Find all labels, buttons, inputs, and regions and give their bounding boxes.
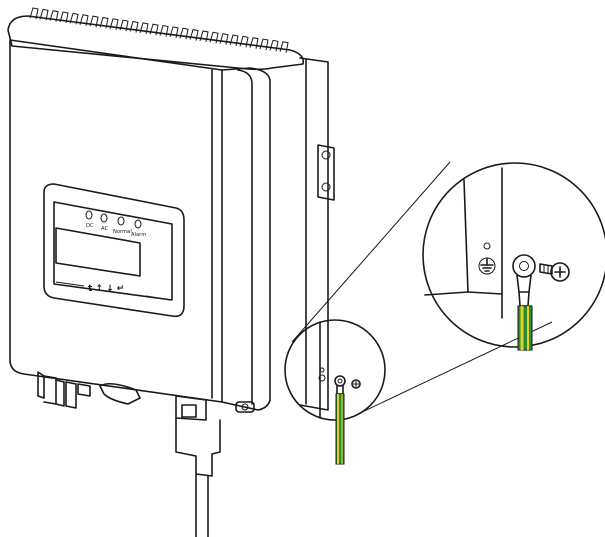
heat-sink-fin xyxy=(279,41,289,53)
heat-sink-fin xyxy=(169,26,179,38)
heat-sink-fin xyxy=(99,16,109,29)
ring-terminal-icon xyxy=(512,254,536,307)
led-label-dc: DC xyxy=(86,223,94,229)
heat-sink-fin xyxy=(179,27,189,40)
heat-sink-fin xyxy=(239,35,249,48)
ground-point-circle xyxy=(284,319,386,465)
inverter-body xyxy=(7,15,305,411)
heat-sink-fin xyxy=(69,12,79,25)
heat-sink-fin xyxy=(139,22,149,34)
heat-sink-fin xyxy=(189,29,199,41)
small-ring-terminal-icon xyxy=(334,375,346,395)
heat-sink-fin xyxy=(29,7,39,20)
heat-sink-fin xyxy=(259,38,269,51)
heat-sink-fin xyxy=(49,10,59,22)
heat-sink-fin xyxy=(109,18,119,30)
screw-icon xyxy=(539,262,570,282)
ground-cable xyxy=(517,305,533,351)
heat-sink-fin xyxy=(79,14,89,26)
heat-sink-fin xyxy=(159,24,169,37)
front-panel xyxy=(9,39,223,403)
heat-sink-fin xyxy=(129,20,139,33)
heat-sink-fin xyxy=(209,31,219,44)
mounting-bracket xyxy=(299,57,335,411)
led-normal xyxy=(117,216,125,226)
heat-sink-fin xyxy=(249,37,259,49)
enlarged-detail-circle xyxy=(422,162,605,351)
lcd-screen xyxy=(55,227,141,277)
heat-sink-fin xyxy=(119,19,129,32)
heat-sink-fin xyxy=(149,23,159,36)
small-screw-icon xyxy=(351,379,361,389)
heat-sink-fin xyxy=(219,33,229,45)
led-alarm xyxy=(134,219,142,229)
heat-sink-fins xyxy=(29,7,289,53)
heat-sink-fin xyxy=(269,39,279,52)
ac-plug xyxy=(175,395,221,537)
led-dc xyxy=(85,210,93,220)
status-leds: DC AC Normal Alarm xyxy=(85,210,146,238)
small-ground-cable xyxy=(335,393,345,465)
led-ac xyxy=(100,213,108,223)
display-panel: DC AC Normal Alarm t ↑ ↓ ↵ xyxy=(43,183,185,318)
led-label-ac: AC xyxy=(101,226,108,232)
keypad-buttons: t ↑ ↓ ↵ xyxy=(88,284,124,294)
heat-sink-fin xyxy=(229,34,239,47)
housing-edge xyxy=(424,179,469,296)
led-label-normal: Normal xyxy=(113,229,132,235)
led-label-alarm: Alarm xyxy=(131,232,146,238)
heat-sink-fin xyxy=(59,11,69,24)
ground-symbol-icon xyxy=(478,242,496,275)
heat-sink-fin xyxy=(89,15,99,28)
heat-sink-fin xyxy=(39,8,49,21)
bottom-connectors xyxy=(37,371,255,413)
heat-sink-fin xyxy=(199,30,209,43)
